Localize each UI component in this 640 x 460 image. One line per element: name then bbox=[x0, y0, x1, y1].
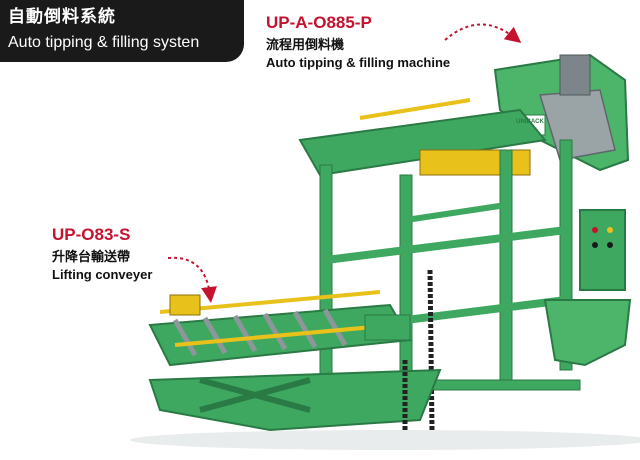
title-banner: 自動倒料系統 Auto tipping & filling systen bbox=[0, 0, 244, 62]
arrow-to-machine bbox=[444, 23, 522, 43]
conveyor-name-en: Lifting conveyer bbox=[52, 267, 153, 282]
lifting-conveyor bbox=[148, 290, 442, 440]
floor-shadow bbox=[130, 430, 640, 450]
machine-model: UP-A-O885-P bbox=[266, 13, 372, 32]
machine-name-en: Auto tipping & filling machine bbox=[266, 55, 451, 70]
brand-logo: UNIBACK bbox=[516, 119, 544, 125]
conveyor-model: UP-O83-S bbox=[52, 225, 131, 244]
banner-title-cn: 自動倒料系統 bbox=[8, 7, 116, 26]
arrow-to-conveyor bbox=[167, 256, 217, 303]
conveyor-name-cn: 升降台輸送帶 bbox=[52, 249, 131, 264]
machine-label: UP-A-O885-P 流程用倒料機 Auto tipping & fillin… bbox=[266, 13, 450, 71]
machine-name-cn: 流程用倒料機 bbox=[266, 37, 345, 52]
conveyor-label: UP-O83-S 升降台輸送帶 Lifting conveyer bbox=[52, 225, 152, 283]
banner-title-en: Auto tipping & filling systen bbox=[8, 34, 200, 51]
